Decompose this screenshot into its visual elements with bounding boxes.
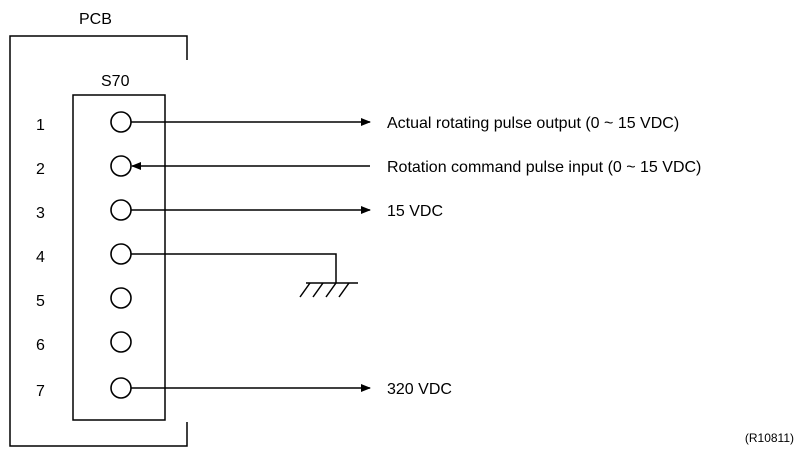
pin-terminal-6 (110, 331, 132, 353)
pin-7-signal-label: 320 VDC (387, 381, 452, 398)
pin-terminal-2 (110, 155, 132, 177)
s70-connector-box (72, 94, 166, 421)
pcb-label: PCB (79, 11, 112, 28)
pin-terminal-3 (110, 199, 132, 221)
pin-terminal-4 (110, 243, 132, 265)
ground-icon (299, 282, 358, 298)
pin-4-ground-wire (131, 253, 337, 283)
pin-number-5: 5 (36, 293, 45, 310)
pcb-outline (9, 35, 188, 447)
figure-code: (R10811) (745, 431, 794, 445)
pin-2-signal-label: Rotation command pulse input (0 ~ 15 VDC… (387, 159, 701, 176)
pin-number-4: 4 (36, 249, 45, 266)
pin-terminal-5 (110, 287, 132, 309)
pin-1-signal-label: Actual rotating pulse output (0 ~ 15 VDC… (387, 115, 679, 132)
pin-number-2: 2 (36, 161, 45, 178)
pin-number-7: 7 (36, 383, 45, 400)
pin-terminal-1 (110, 111, 132, 133)
pin-terminal-7 (110, 377, 132, 399)
connector-label: S70 (101, 73, 130, 90)
pin-3-signal-label: 15 VDC (387, 203, 443, 220)
pin-number-1: 1 (36, 117, 45, 134)
pin-number-3: 3 (36, 205, 45, 222)
pin-number-6: 6 (36, 337, 45, 354)
